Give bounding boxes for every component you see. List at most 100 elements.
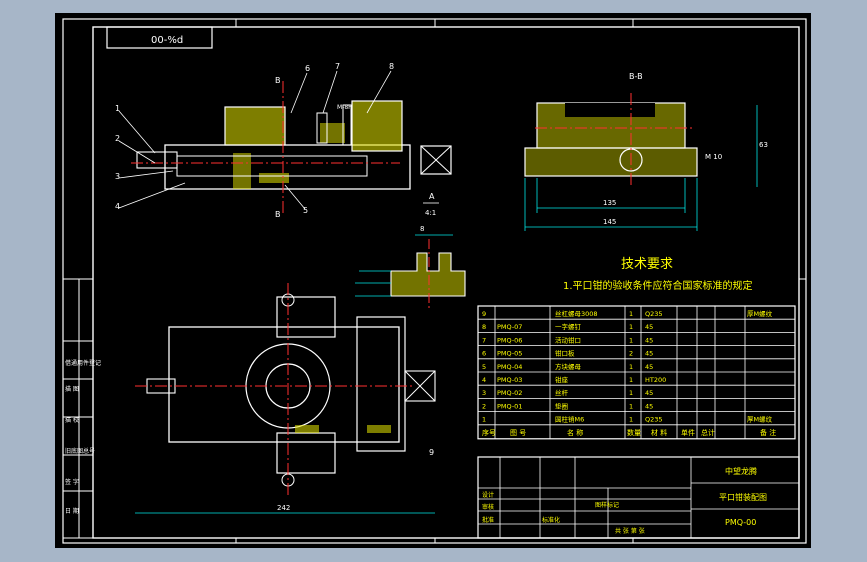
sidebar-label-4: 签 字 (65, 478, 79, 486)
bom-header-cell: 总计 (701, 428, 715, 437)
side-dimension-labels: 135 145 63 M 10 (603, 141, 768, 226)
balloon-1: 1 (115, 104, 120, 113)
title-drawing-number: PMQ-00 (725, 518, 756, 527)
bom-header-cell: 备 注 (760, 428, 776, 437)
sidebar-label-5: 日 期 (65, 507, 79, 515)
bom-cell-name: 圆柱销M6 (555, 415, 584, 424)
plan-view: 242 (135, 283, 436, 514)
bom-cell-material: 45 (645, 402, 653, 410)
bom-cell-name: 钳座 (555, 375, 569, 384)
bom-cell-code: PMQ-07 (497, 323, 522, 331)
bom-cell-material: Q235 (645, 416, 663, 424)
tech-req-title: 技术要求 (621, 257, 673, 272)
bom-cell-no: 5 (482, 363, 486, 371)
bom-cell-qty: 1 (629, 389, 633, 397)
bom-cell-name: 活动钳口 (555, 335, 581, 344)
bom-cell-material: 45 (645, 323, 653, 331)
side-section-view: B-B (524, 72, 698, 185)
bom-cell-material: Q235 (645, 310, 663, 318)
bom-cell-material: 45 (645, 336, 653, 344)
bom-header-cell: 序号 (482, 428, 496, 437)
section-mark-b-top: B (275, 76, 281, 85)
balloon-3: 3 (115, 172, 120, 181)
assembly-drawing: 00-%d B B M-8H (62, 18, 807, 544)
bom-cell-no: 7 (482, 336, 486, 344)
bom-cell-no: 3 (482, 389, 486, 397)
bom-cell-no: 8 (482, 323, 486, 331)
detail-tolerance-callouts (355, 270, 391, 297)
bom-cell-qty: 1 (629, 416, 633, 424)
title-check-label: 审核 (482, 503, 494, 511)
bom-cell-material: HT200 (645, 376, 666, 384)
bom-cell-material: 45 (645, 350, 653, 358)
side-dimensions (524, 105, 758, 231)
bom-header-cell: 单件 (681, 428, 695, 437)
bom-header-cell: 名 称 (567, 428, 583, 437)
bom-cell-qty: 1 (629, 376, 633, 384)
bom-cell-code: PMQ-01 (497, 402, 522, 410)
title-approve-label: 批准 (482, 516, 494, 524)
bom-cell-no: 6 (482, 350, 486, 358)
title-block: 中望龙腾 平口钳装配图 PMQ-00 图样标记 共 张 第 张 设计 审核 批准… (477, 456, 800, 539)
title-sheet-label: 共 张 第 张 (615, 527, 645, 535)
balloon-2: 2 (115, 134, 120, 143)
bom-cell-no: 4 (482, 376, 486, 384)
front-section-view: B B M-8H (131, 76, 452, 219)
left-sidebar: 借通用件登记 描 图 描 校 旧底图总号 签 字 日 期 (62, 278, 101, 539)
detail-view: 8 (355, 225, 466, 308)
balloon-8: 8 (389, 62, 394, 71)
section-b-title: B-B (629, 72, 643, 81)
bom-cell-name: 钳口板 (555, 349, 575, 358)
detail-a-mark: A (429, 192, 435, 201)
dim-detail-width: 8 (420, 225, 424, 233)
balloon-7: 7 (335, 62, 340, 71)
bom-header-cell: 图 号 (510, 429, 526, 437)
bom-cell-qty: 1 (629, 310, 633, 318)
detail-scale: 4:1 (425, 209, 436, 217)
bom-cell-code: PMQ-02 (497, 389, 522, 397)
bom-header-cell: 数量 (627, 428, 641, 437)
bom-cell-qty: 1 (629, 323, 633, 331)
bom-cell-code: PMQ-05 (497, 350, 522, 358)
bom-cell-material: 45 (645, 363, 653, 371)
sidebar-label-0: 借通用件登记 (65, 359, 101, 367)
title-scale-label: 图样标记 (595, 501, 619, 509)
bom-cell-qty: 1 (629, 363, 633, 371)
title-standard-label: 标准化 (542, 516, 560, 524)
bom-cell-name: 丝杆 (555, 388, 569, 397)
drawing-code-text: 00-%d (151, 35, 183, 46)
balloon-5: 5 (303, 206, 308, 215)
balloon-4: 4 (115, 202, 120, 211)
balloon-9: 9 (429, 448, 434, 457)
bom-cell-name: 丝杠螺母3008 (555, 309, 598, 318)
title-design-label: 设计 (482, 491, 494, 499)
balloon-6: 6 (305, 64, 310, 73)
bom-cell-no: 1 (482, 416, 486, 424)
sidebar-label-3: 旧底图总号 (65, 447, 95, 455)
bom-cell-note: 厚M螺纹 (747, 415, 773, 424)
bom-cell-name: 方块螺母 (555, 362, 582, 371)
section-mark-b-bottom: B (275, 210, 281, 219)
sidebar-label-2: 描 校 (65, 416, 79, 424)
dim-63: 63 (759, 141, 768, 149)
bom-header-cell: 材 料 (651, 428, 667, 437)
bom-cell-qty: 1 (629, 402, 633, 410)
title-company: 中望龙腾 (725, 466, 757, 476)
bom-cell-code: PMQ-03 (497, 376, 522, 384)
dim-135: 135 (603, 199, 616, 207)
bom-cell-code: PMQ-06 (497, 336, 522, 344)
tech-req-item-1: 1.平口钳的验收条件应符合国家标准的规定 (563, 279, 753, 292)
sidebar-label-1: 描 图 (65, 385, 79, 393)
dim-145: 145 (603, 218, 616, 226)
balloon-labels: 1 2 3 4 5 6 7 8 9 (115, 62, 434, 457)
dim-m10: M 10 (705, 153, 722, 161)
bom-cell-qty: 2 (629, 350, 633, 358)
leader-lines (118, 70, 392, 210)
dim-242: 242 (277, 504, 290, 512)
bom-cell-qty: 1 (629, 336, 633, 344)
bom-cell-material: 45 (645, 389, 653, 397)
bom-cell-no: 9 (482, 310, 486, 318)
drawing-code-box (106, 26, 213, 49)
cad-viewport[interactable]: 00-%d B B M-8H (55, 13, 811, 548)
